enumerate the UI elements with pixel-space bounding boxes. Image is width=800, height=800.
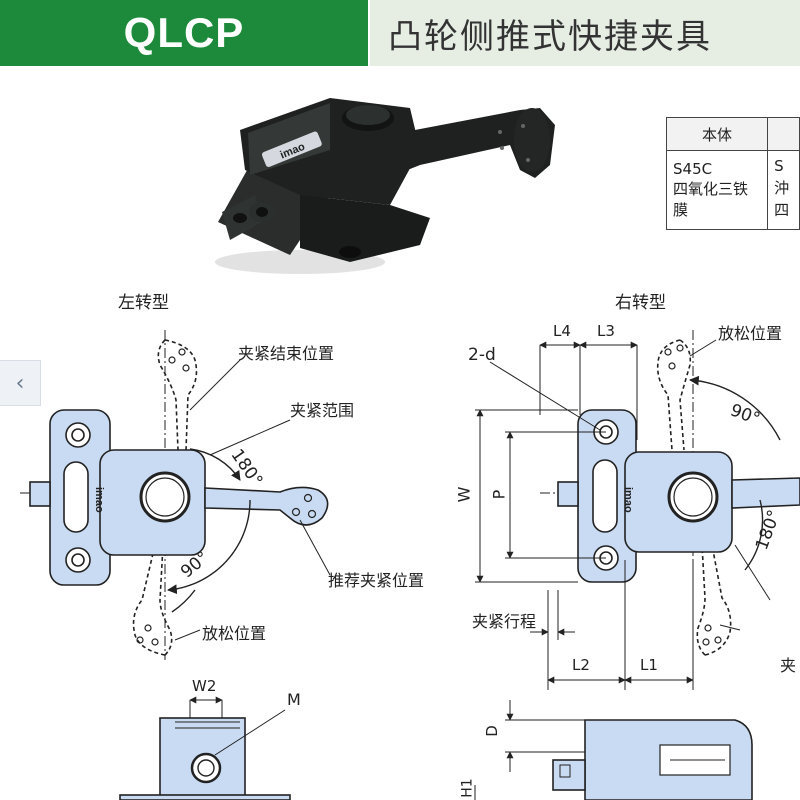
- left-recommend-label: 推荐夹紧位置: [328, 571, 425, 590]
- model-banner: QLCP: [0, 0, 368, 66]
- right-dim-L4: L4: [553, 322, 571, 340]
- material-col-body-header: 本体: [665, 117, 769, 151]
- product-title: 凸轮侧推式快捷夹具: [388, 16, 712, 57]
- bottom-dim-D: D: [482, 725, 501, 737]
- right-clamp-label-cut: 夹: [780, 656, 797, 675]
- material-col2-line-2: 沖: [774, 179, 790, 197]
- left-view-title: 左转型: [118, 293, 169, 313]
- bottom-dim-H1: H1: [459, 778, 476, 798]
- bottom-dim-M: M: [287, 690, 301, 709]
- right-view-logo: imao: [622, 487, 634, 513]
- right-stroke-label: 夹紧行程: [472, 612, 537, 631]
- prev-image-button[interactable]: ‹: [0, 360, 41, 406]
- right-dim-L3: L3: [597, 322, 615, 340]
- right-dim-L2: L2: [572, 656, 590, 674]
- model-code: QLCP: [123, 9, 245, 56]
- left-view-drawing: [20, 330, 331, 660]
- right-view-drawing: [475, 330, 800, 690]
- material-col2-cell: S 沖 四: [767, 150, 800, 230]
- bottom-dim-W2: W2: [192, 677, 217, 695]
- left-view-logo: imao: [93, 487, 105, 513]
- product-photo: imao: [215, 98, 555, 274]
- material-body-cell: S45C 四氧化三铁膜: [665, 150, 769, 230]
- right-dim-L1: L1: [640, 656, 658, 674]
- material-body-line-2: 四氧化三铁膜: [673, 180, 749, 219]
- left-clamp-range-label: 夹紧范围: [290, 401, 355, 420]
- material-col2-header: [767, 117, 800, 151]
- material-table: 本体 S45C 四氧化三铁膜 S 沖 四: [665, 117, 800, 230]
- bottom-right-drawing: [474, 700, 753, 800]
- header: QLCP 凸轮侧推式快捷夹具: [0, 0, 800, 66]
- chevron-left-icon: ‹: [15, 370, 25, 396]
- material-col2-line-3: 四: [774, 201, 790, 219]
- material-col2-line-1: S: [774, 157, 784, 175]
- right-dim-W: W: [454, 486, 474, 503]
- right-dim-P: P: [489, 489, 509, 500]
- right-view-title: 右转型: [615, 293, 666, 313]
- right-hole-label: 2-d: [468, 345, 496, 365]
- material-body-line-1: S45C: [673, 160, 713, 178]
- left-clamp-end-label: 夹紧结束位置: [238, 344, 335, 363]
- right-release-label: 放松位置: [718, 324, 783, 343]
- left-release-label: 放松位置: [202, 624, 267, 643]
- title-banner: 凸轮侧推式快捷夹具: [370, 0, 800, 66]
- bottom-left-drawing: [119, 696, 291, 800]
